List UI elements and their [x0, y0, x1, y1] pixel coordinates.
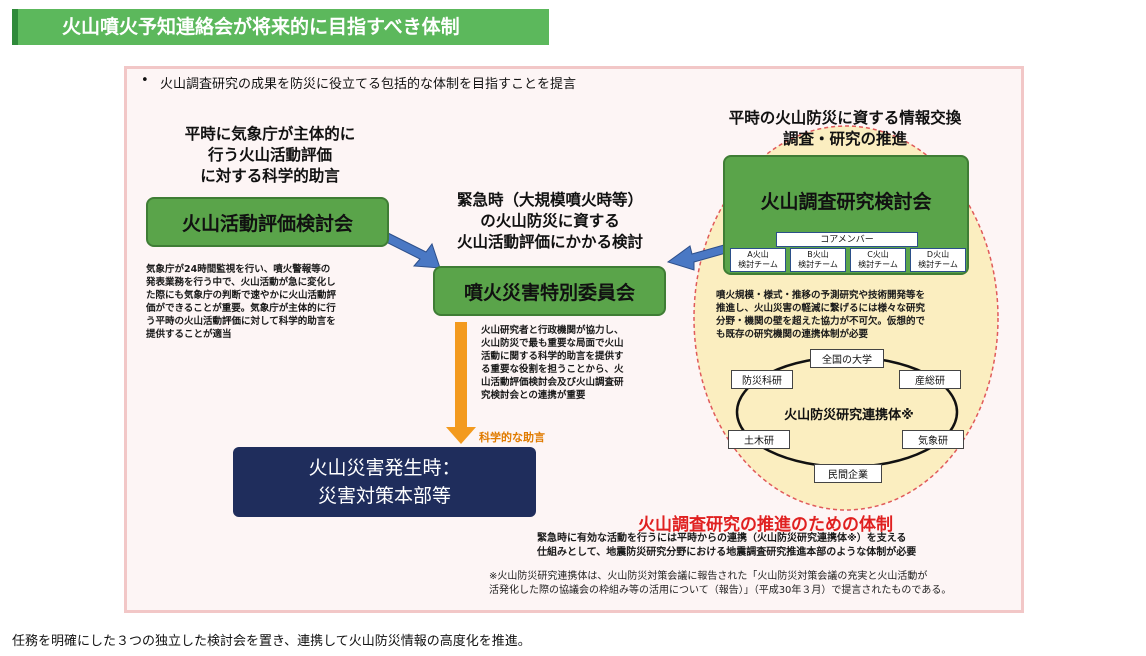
- node-pwri: 土木研: [728, 430, 790, 449]
- team-c-box: C火山 検討チーム: [850, 248, 906, 272]
- left-description: 気象庁が24時間監視を行い、噴火警報等の 発表業務を行う中で、火山活動が急に変化…: [146, 264, 337, 340]
- bullet-text: 火山調査研究の成果を防災に役立てる包括的な体制を目指すことを提言: [160, 77, 577, 92]
- core-members-box: コアメンバー: [776, 232, 918, 247]
- team-b-box: B火山 検討チーム: [790, 248, 846, 272]
- bottom-description: 緊急時に有効な活動を行うには平時からの連携（火山防災研究連携体※）を支える 仕組…: [537, 533, 917, 558]
- right-heading: 平時の火山防災に資する情報交換 調査・研究の推進: [728, 109, 962, 148]
- volcano-research-committee-label: 火山調査研究検討会: [760, 191, 932, 213]
- bullet-mark: •: [141, 73, 149, 88]
- team-d-box: D火山 検討チーム: [910, 248, 966, 272]
- footer-text: 任務を明確にした３つの独立した検討会を置き、連携して火山防災情報の高度化を推進。: [12, 634, 531, 649]
- center-description: 火山研究者と行政機関が協力し、 火山防災で最も重要な局面で火山 活動に関する科学…: [481, 325, 624, 401]
- node-mri: 気象研: [902, 430, 964, 449]
- advice-arrow: [446, 322, 476, 444]
- left-heading: 平時に気象庁が主体的に 行う火山活動評価 に対する科学的助言: [184, 125, 356, 185]
- team-a-box: A火山 検討チーム: [730, 248, 786, 272]
- disaster-hq-box: 火山災害発生時： 災害対策本部等: [233, 447, 536, 517]
- node-private-companies: 民間企業: [814, 464, 882, 483]
- right-description: 噴火規模・様式・推移の予測研究や技術開発等を 推進し、火山災害の軽減に繋げるには…: [716, 290, 926, 340]
- volcano-activity-evaluation-box: 火山活動評価検討会: [146, 197, 389, 247]
- consortium-label: 火山防災研究連携体※: [784, 408, 914, 423]
- node-nied: 防災科研: [731, 370, 793, 389]
- advice-arrow-label: 科学的な助言: [479, 431, 545, 444]
- node-aist: 産総研: [899, 370, 961, 389]
- bottom-note: ※火山防災研究連携体は、火山防災対策会議に報告された「火山防災対策会議の充実と火…: [489, 571, 952, 596]
- node-universities: 全国の大学: [810, 349, 884, 368]
- left-to-center-arrow: [381, 232, 441, 269]
- eruption-special-committee-box: 噴火災害特別委員会: [433, 266, 666, 316]
- page-title: 火山噴火予知連絡会が将来的に目指すべき体制: [12, 9, 549, 45]
- right-to-center-arrow: [666, 244, 727, 271]
- red-heading: 火山調査研究の推進のための体制: [638, 515, 893, 535]
- center-heading: 緊急時（大規模噴火時等） の火山防災に資する 火山活動評価にかかる検討: [456, 191, 643, 251]
